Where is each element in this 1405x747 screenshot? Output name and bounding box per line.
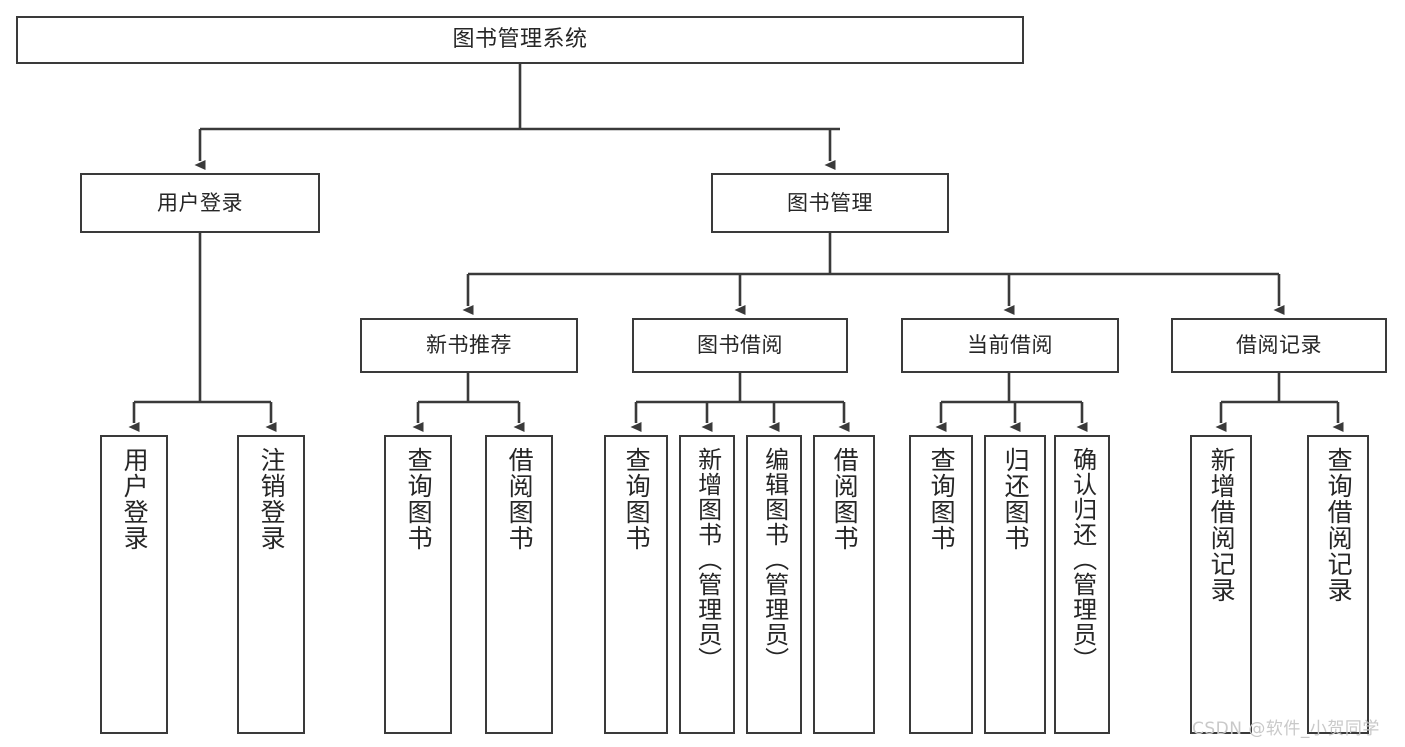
leaf-borrow-book[interactable]: 借阅图书 (813, 435, 875, 734)
leaf-user-login-label: 用户登录 (120, 447, 150, 551)
leaf-query-book-borrow-label: 查询图书 (622, 447, 652, 551)
node-borrow-records[interactable]: 借阅记录 (1171, 318, 1387, 373)
node-current-borrow[interactable]: 当前借阅 (901, 318, 1119, 373)
node-book-management[interactable]: 图书管理 (711, 173, 949, 233)
node-book-management-label: 图书管理 (787, 190, 873, 215)
node-user-login-label: 用户登录 (157, 190, 243, 215)
node-new-book-recommend-label: 新书推荐 (426, 333, 512, 358)
leaf-query-book-borrow[interactable]: 查询图书 (604, 435, 668, 734)
leaf-query-book-current[interactable]: 查询图书 (909, 435, 973, 734)
node-borrow-records-label: 借阅记录 (1236, 333, 1322, 358)
node-current-borrow-label: 当前借阅 (967, 333, 1053, 358)
leaf-edit-book-admin-label: 编辑图书（管理员） (760, 447, 789, 672)
node-root[interactable]: 图书管理系统 (16, 16, 1024, 64)
leaf-edit-book-admin[interactable]: 编辑图书（管理员） (746, 435, 802, 734)
leaf-query-book-new-label: 查询图书 (404, 447, 434, 551)
leaf-add-borrow-record[interactable]: 新增借阅记录 (1190, 435, 1252, 734)
leaf-confirm-return-admin-label: 确认归还（管理员） (1068, 447, 1097, 672)
leaf-query-book-new[interactable]: 查询图书 (384, 435, 452, 734)
csdn-watermark: CSDN @软件_小贺同学 (1192, 719, 1380, 739)
leaf-confirm-return-admin[interactable]: 确认归还（管理员） (1054, 435, 1110, 734)
leaf-user-logout-label: 注销登录 (257, 447, 287, 551)
leaf-borrow-book-new[interactable]: 借阅图书 (485, 435, 553, 734)
node-book-borrow-label: 图书借阅 (697, 333, 783, 358)
leaf-borrow-book-new-label: 借阅图书 (505, 447, 535, 551)
node-root-label: 图书管理系统 (452, 27, 588, 53)
leaf-user-logout[interactable]: 注销登录 (237, 435, 305, 734)
node-new-book-recommend[interactable]: 新书推荐 (360, 318, 578, 373)
node-book-borrow[interactable]: 图书借阅 (632, 318, 848, 373)
leaf-add-book-admin-label: 新增图书（管理员） (693, 447, 722, 672)
leaf-add-borrow-record-label: 新增借阅记录 (1207, 447, 1237, 603)
leaf-query-book-current-label: 查询图书 (927, 447, 957, 551)
leaf-add-book-admin[interactable]: 新增图书（管理员） (679, 435, 735, 734)
leaf-return-book[interactable]: 归还图书 (984, 435, 1046, 734)
leaf-query-borrow-record-label: 查询借阅记录 (1324, 447, 1354, 603)
leaf-borrow-book-label: 借阅图书 (830, 447, 860, 551)
leaf-query-borrow-record[interactable]: 查询借阅记录 (1307, 435, 1369, 734)
leaf-return-book-label: 归还图书 (1001, 447, 1031, 551)
leaf-user-login[interactable]: 用户登录 (100, 435, 168, 734)
node-user-login[interactable]: 用户登录 (80, 173, 320, 233)
